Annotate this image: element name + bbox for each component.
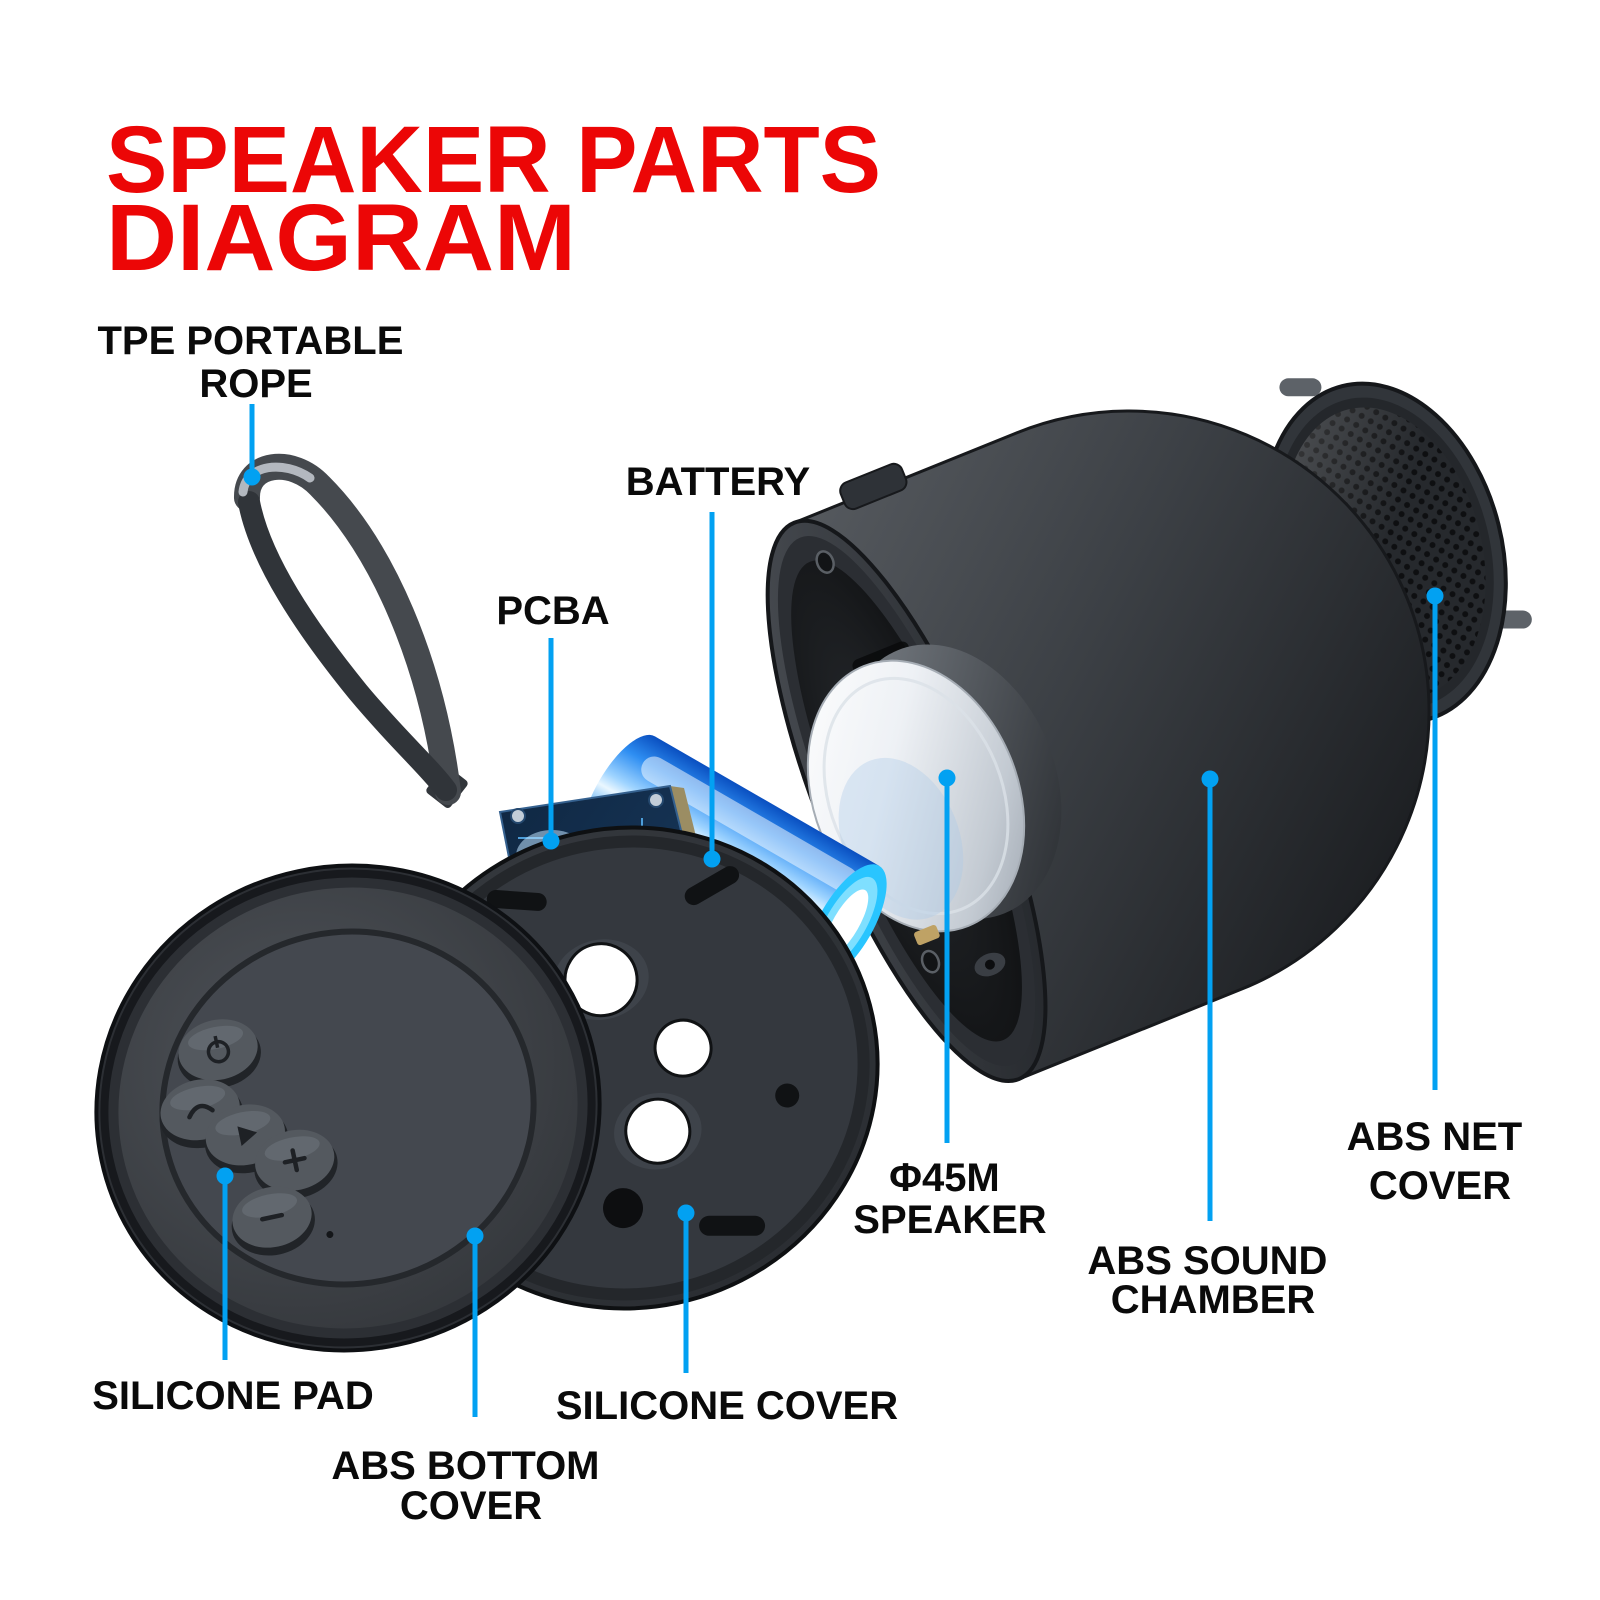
leader-dot-speaker <box>938 769 956 787</box>
leader-dot-net-cover <box>1426 587 1444 605</box>
label-bottom-cover: ABS BOTTOM COVER <box>331 1444 610 1528</box>
leader-dot-pcba <box>542 832 560 850</box>
leader-dot-tpe-rope <box>243 468 261 486</box>
callout-silicone-cover: SILICONE COVER <box>556 1204 898 1428</box>
leader-dot-silicone-cover <box>677 1204 695 1222</box>
leader-dot-silicone-pad <box>216 1167 234 1185</box>
label-speaker: Φ45M SPEAKER <box>853 1156 1046 1242</box>
callout-silicone-pad: SILICONE PAD <box>92 1167 374 1418</box>
leader-dot-bottom-cover <box>466 1227 484 1245</box>
minus-icon <box>260 1212 285 1222</box>
callout-speaker: Φ45M SPEAKER <box>853 769 1047 1242</box>
title-line-1: SPEAKER PARTS <box>106 107 881 213</box>
label-sound-chamber: ABS SOUND CHAMBER <box>1087 1239 1338 1322</box>
power-icon <box>206 1035 231 1064</box>
label-tpe-rope: TPE PORTABLE ROPE <box>97 319 414 406</box>
label-pcba: PCBA <box>496 589 609 633</box>
label-silicone-pad: SILICONE PAD <box>92 1374 374 1418</box>
title-line-2: DIAGRAM <box>106 185 576 291</box>
label-net-cover: ABS NET COVER <box>1347 1115 1534 1208</box>
volume-up-button-bump <box>254 1129 338 1199</box>
callout-sound-chamber: ABS SOUND CHAMBER <box>1087 770 1338 1322</box>
volume-down-button-bump <box>231 1186 315 1256</box>
label-silicone-cover: SILICONE COVER <box>556 1384 898 1428</box>
page-title: SPEAKER PARTS DIAGRAM <box>106 107 881 291</box>
power-button-bump <box>177 1019 261 1089</box>
tpe-rope-part <box>234 453 468 809</box>
callout-net-cover: ABS NET COVER <box>1347 587 1534 1208</box>
leader-dot-battery <box>703 850 721 868</box>
callout-bottom-cover: ABS BOTTOM COVER <box>331 1227 610 1528</box>
play-icon <box>237 1126 258 1146</box>
callout-tpe-rope: TPE PORTABLE ROPE <box>97 319 414 486</box>
plus-icon <box>282 1148 307 1173</box>
leader-dot-sound-chamber <box>1201 770 1219 788</box>
phone-icon <box>187 1103 215 1120</box>
callout-battery: BATTERY <box>626 460 811 868</box>
callout-pcba: PCBA <box>496 589 610 850</box>
label-battery: BATTERY <box>626 460 811 504</box>
